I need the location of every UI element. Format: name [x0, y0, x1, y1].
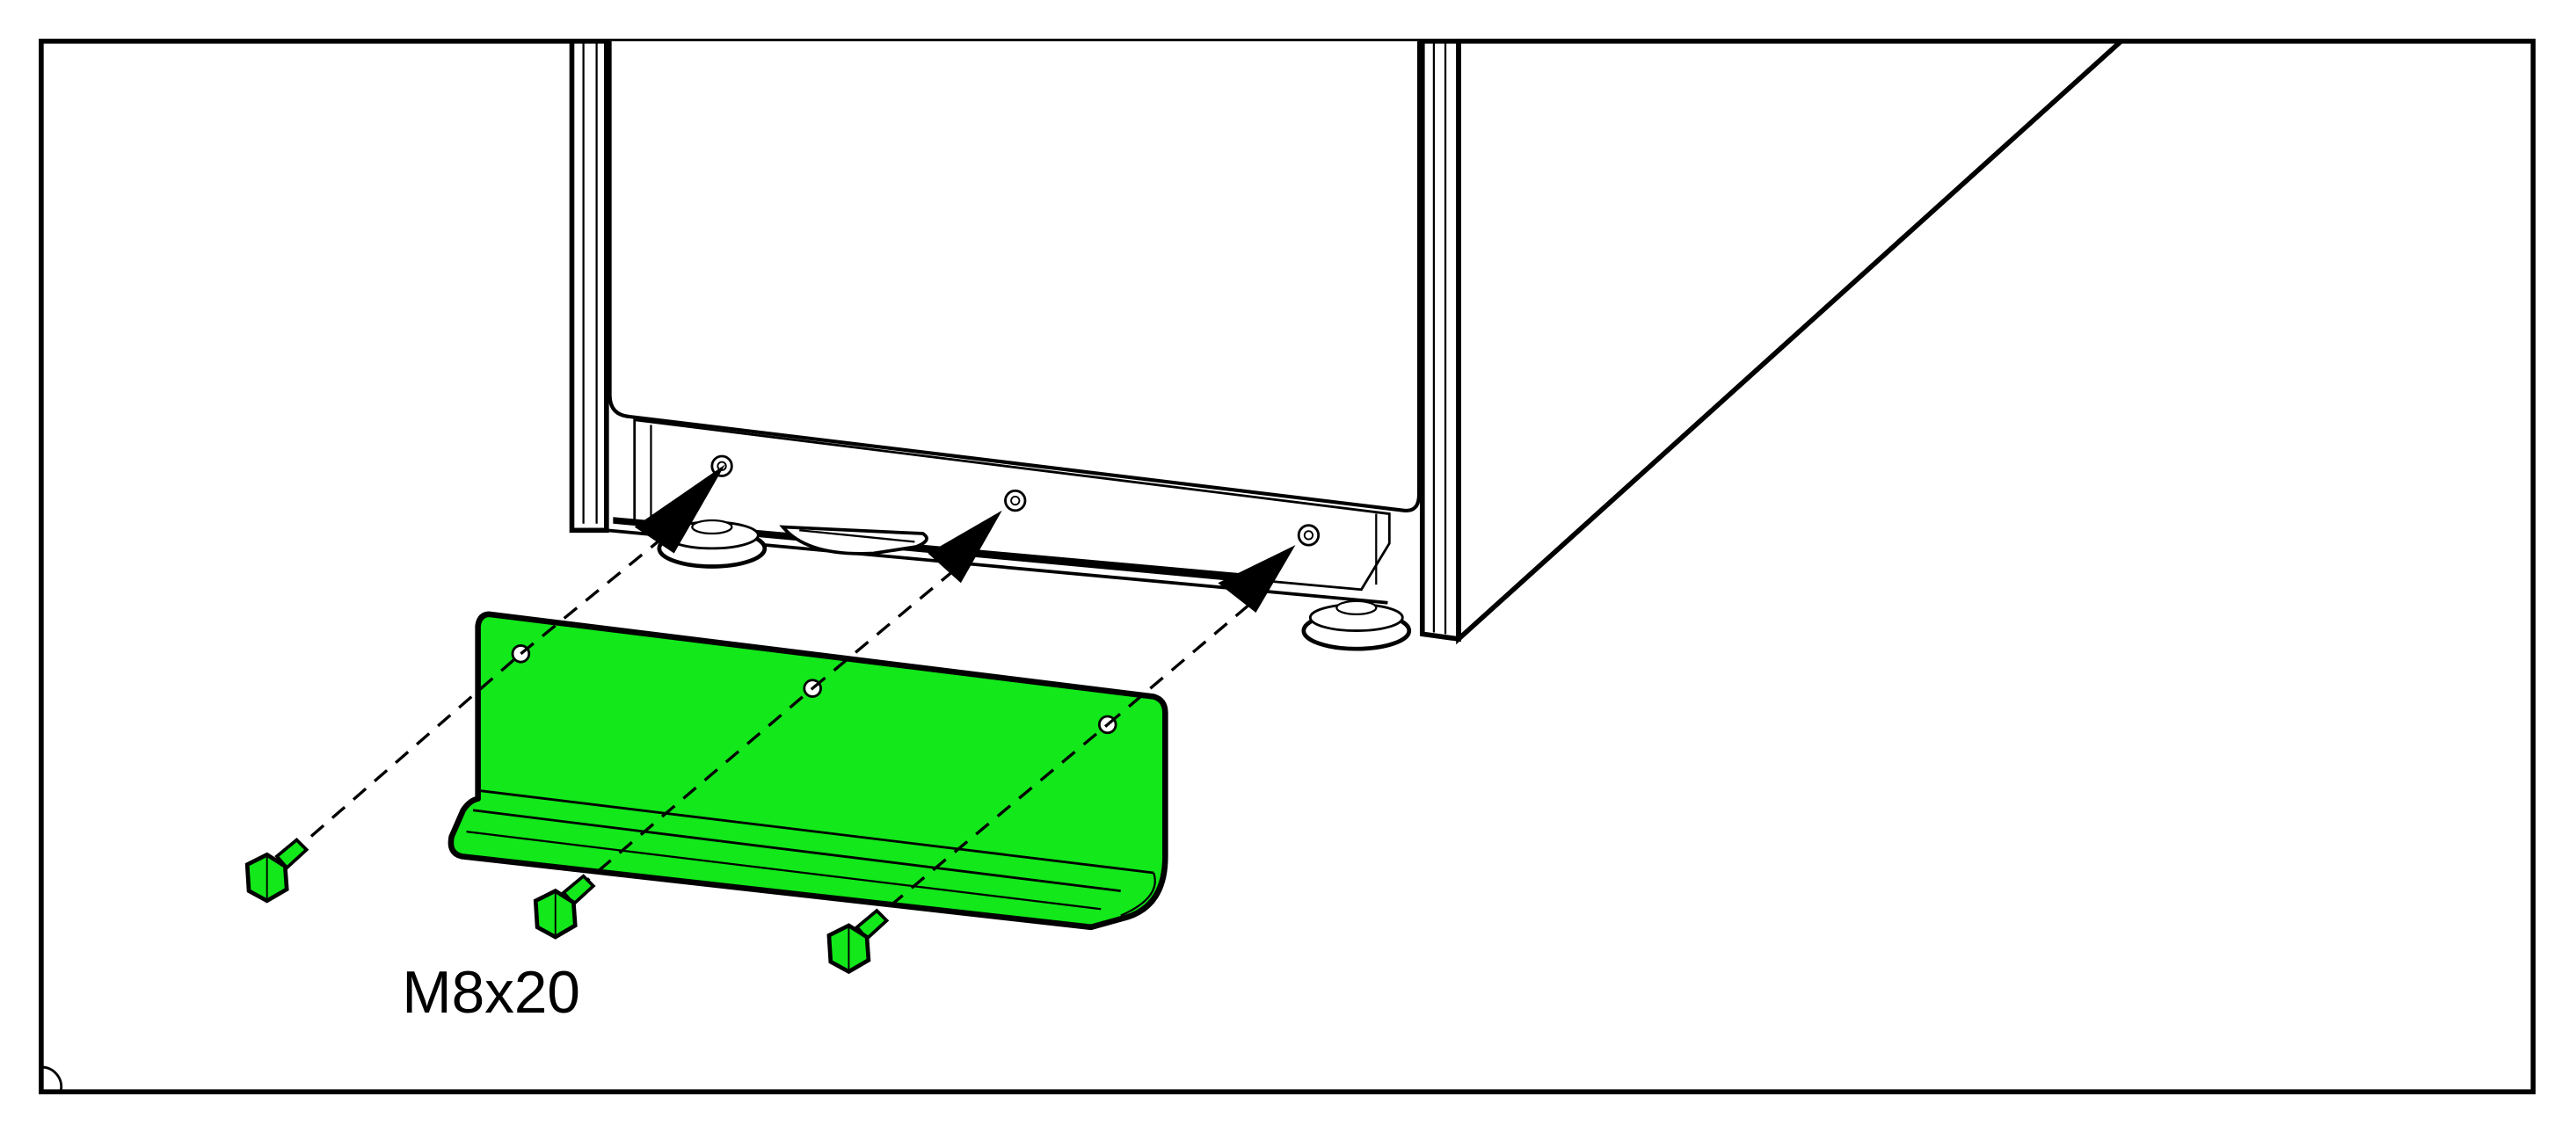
- cabinet-door: [608, 40, 1422, 512]
- arrow-left: [634, 464, 725, 554]
- cabinet-right-upright: [1419, 40, 1461, 643]
- leveling-foot-right: [1301, 599, 1412, 651]
- assembly-guides-lower: [288, 652, 1109, 926]
- corner-mark: [40, 1065, 63, 1091]
- leveling-foot-middle: [779, 525, 928, 556]
- screw-right: [826, 908, 890, 975]
- cabinet-side-panel: [1456, 39, 2128, 645]
- cabinet-left-upright: [569, 40, 609, 534]
- assembly-guides-upper: [520, 519, 1270, 726]
- mounting-hole-right: [1297, 524, 1321, 547]
- arrow-middle: [928, 510, 1002, 584]
- mounting-hole-middle: [1004, 489, 1027, 512]
- direction-arrows: [634, 464, 1296, 613]
- cabinet-bottom-strip: [613, 517, 1240, 582]
- anchor-bracket: [448, 611, 1168, 931]
- leveling-foot-left: [657, 519, 768, 569]
- arrow-right: [1218, 545, 1296, 613]
- cabinet: [569, 39, 2128, 651]
- bracket-body: [448, 611, 1168, 931]
- screw-middle: [533, 874, 596, 940]
- screw-size-label: M8x20: [402, 960, 580, 1026]
- screw-left: [244, 837, 309, 904]
